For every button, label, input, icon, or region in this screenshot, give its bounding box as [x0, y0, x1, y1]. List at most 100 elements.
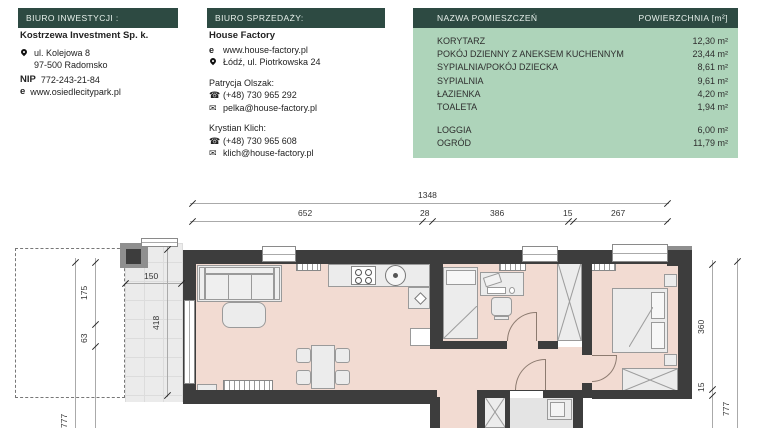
- rooms-area-header: POWIERZCHNIA [m²]: [638, 13, 728, 23]
- contact-2-email[interactable]: klich@house-factory.pl: [223, 148, 314, 158]
- room-name: ŁAZIENKA: [437, 88, 481, 99]
- passage-wall: [430, 397, 440, 428]
- toilet-wall: [477, 397, 485, 428]
- investor-address-line1: ul. Kolejowa 8: [34, 47, 91, 58]
- terrace-loggia-area: [125, 243, 183, 402]
- wardrobe-corridor: [484, 396, 506, 428]
- nip-value: 772-243-21-84: [40, 74, 100, 85]
- window: [522, 246, 558, 262]
- dimension-line: [125, 283, 183, 284]
- investor-address-row2: 97-500 Radomsko: [20, 59, 195, 72]
- room-name: TOALETA: [437, 101, 478, 112]
- dimension-line: [190, 221, 669, 222]
- sales-address: Łódź, ul. Piotrkowska 24: [223, 57, 321, 67]
- sales-web-row: e www.house-factory.pl: [209, 44, 389, 57]
- dimension-line: [712, 260, 713, 428]
- dim-label: 63: [79, 333, 89, 343]
- investor-address-row: ul. Kolejowa 8: [19, 47, 195, 60]
- corner-wall: [667, 254, 692, 266]
- contact-1-email-row: ✉ pelka@house-factory.pl: [209, 102, 389, 115]
- room-area: 11,79 m²: [693, 138, 728, 149]
- dim-label: 418: [151, 315, 161, 330]
- laptop: [482, 272, 503, 288]
- table-row: TOALETA 1,94 m²: [413, 101, 738, 114]
- kitchen-counter: [328, 264, 430, 287]
- table-row: OGRÓD 11,79 m²: [413, 137, 738, 150]
- desk-chair-back: [494, 316, 509, 320]
- dimension-line: [75, 258, 76, 428]
- door-opening: [582, 355, 592, 383]
- sales-office-block: House Factory e www.house-factory.pl Łód…: [208, 30, 389, 160]
- table-row: POKÓJ DZIENNY Z ANEKSEM KUCHENNYM 23,44 …: [413, 48, 738, 61]
- room-area: 12,30 m²: [692, 36, 728, 46]
- rooms-table-body: KORYTARZ 12,30 m² POKÓJ DZIENNY Z ANEKSE…: [413, 28, 738, 158]
- contact-2-phone: (+48) 730 965 608: [223, 135, 297, 146]
- dining-chair: [335, 370, 350, 385]
- table-row: ŁAZIENKA 4,20 m²: [413, 88, 738, 101]
- door-opening: [507, 341, 538, 349]
- table-row: LOGGIA 6,00 m²: [413, 124, 738, 137]
- mouse: [509, 287, 515, 294]
- wardrobe-bedroom2: [622, 368, 678, 392]
- bedroom-divider-wall: [582, 250, 592, 390]
- dining-table: [311, 345, 335, 389]
- appliance: [410, 328, 431, 346]
- rooms-name-header: NAZWA POMIESZCZEŃ: [437, 13, 538, 23]
- sales-office-header: BIURO SPRZEDAŻY:: [207, 8, 385, 28]
- contact-2-email-row: ✉ klich@house-factory.pl: [209, 147, 389, 160]
- garden-area: [15, 248, 125, 398]
- door-opening: [510, 391, 543, 398]
- contact-1-phone-row: ☎ (+48) 730 965 292: [209, 89, 389, 102]
- email-icon: ✉: [209, 102, 217, 113]
- contact-2: Krystian Klich: ☎ (+48) 730 965 608 ✉ kl…: [209, 122, 389, 160]
- contact-2-phone-row: ☎ (+48) 730 965 608: [209, 135, 389, 148]
- toilet-wall: [505, 397, 510, 428]
- investor-website[interactable]: www.osiedlecitypark.pl: [30, 87, 121, 97]
- nip-label: NIP: [20, 73, 36, 85]
- dining-chair: [296, 370, 311, 385]
- investor-office-header: BIURO INWESTYCJI :: [18, 8, 178, 28]
- sofa: [197, 265, 282, 302]
- web-icon: e: [209, 44, 215, 55]
- single-bed: [443, 267, 478, 339]
- double-bed: [612, 288, 668, 353]
- room-name: LOGGIA: [437, 125, 472, 136]
- room-area: 23,44 m²: [692, 49, 728, 60]
- desk: [480, 272, 524, 296]
- window: [612, 244, 668, 262]
- contact-1-email[interactable]: pelka@house-factory.pl: [223, 102, 318, 113]
- dimension-line: [95, 258, 96, 428]
- email-icon: ✉: [209, 148, 217, 158]
- dim-label: 28: [420, 208, 430, 218]
- door-leaf: [545, 359, 546, 390]
- dim-label: 777: [59, 413, 69, 428]
- bedroom2-bottom-wall: [592, 390, 692, 399]
- table-row: SYPIALNIA 9,61 m²: [413, 75, 738, 88]
- room-name: SYPIALNIA/POKÓJ DZIECKA: [437, 62, 559, 73]
- corridor-floor: [430, 347, 592, 390]
- terrace-window: [141, 238, 178, 247]
- room-area: 6,00 m²: [697, 125, 728, 136]
- rooms-table-header: NAZWA POMIESZCZEŃ POWIERZCHNIA [m²]: [413, 8, 738, 28]
- room-area: 4,20 m²: [697, 88, 728, 99]
- dimension-line: [190, 203, 669, 204]
- nightstand: [664, 354, 677, 366]
- dim-label-total-width: 1348: [418, 190, 437, 200]
- wardrobe-bedroom1: [557, 262, 582, 341]
- room-name: SYPIALNIA: [437, 75, 484, 86]
- dim-label: 15: [696, 382, 706, 392]
- phone-icon: ☎: [209, 90, 221, 100]
- toilet-wall: [573, 390, 583, 428]
- sales-company-name: House Factory: [209, 30, 275, 41]
- sales-address-row: Łódź, ul. Piotrkowska 24: [208, 56, 389, 69]
- room-name: OGRÓD: [437, 138, 472, 149]
- nightstand: [664, 274, 677, 287]
- terrace-door-window: [184, 300, 195, 384]
- contact-1-name: Patrycja Olszak:: [209, 77, 275, 88]
- location-pin-icon: [19, 47, 34, 57]
- contact-1-phone: (+48) 730 965 292: [223, 90, 297, 100]
- window: [262, 246, 296, 262]
- dim-label: 652: [298, 208, 313, 218]
- sales-website[interactable]: www.house-factory.pl: [223, 44, 308, 55]
